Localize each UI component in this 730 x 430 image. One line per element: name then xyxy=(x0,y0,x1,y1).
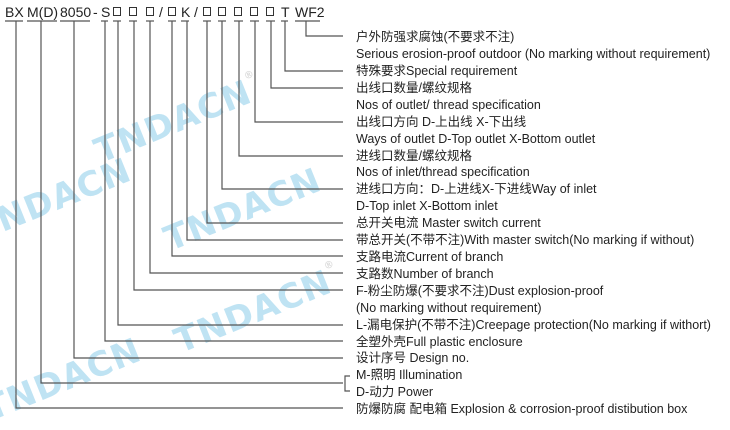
code-wf2: WF2 xyxy=(295,4,325,20)
desc-dust-proof-note: (No marking without requirement) xyxy=(356,301,542,315)
code-box xyxy=(266,7,274,16)
desc-inlet-nos-cn: 进线口数量/螺纹规格 xyxy=(356,149,472,163)
code-t: T xyxy=(281,4,290,20)
desc-inlet-way-cn: 进线口方向：D-上进线X-下进线Way of inlet xyxy=(356,182,597,196)
desc-dust-proof: F-粉尘防爆(不要求不注)Dust explosion-proof xyxy=(356,284,604,298)
desc-outlet-nos-cn: 出线口数量/螺纹规格 xyxy=(356,81,472,95)
desc-inlet-nos-en: Nos of inlet/thread specification xyxy=(356,165,530,179)
desc-creepage: L-漏电保护(不带不注)Creepage protection(No marki… xyxy=(356,318,711,332)
code-series: 8050 xyxy=(60,4,92,20)
code-box xyxy=(250,7,258,16)
desc-box: 防爆防腐 配电箱 Explosion & corrosion-proof dis… xyxy=(356,402,688,416)
desc-special: 特殊要求Special requirement xyxy=(356,64,518,78)
code-slash: / xyxy=(194,4,198,20)
code-bx: BX xyxy=(5,4,24,20)
code-dash: - xyxy=(93,4,98,20)
desc-outdoor-en: Serious erosion-proof outdoor (No markin… xyxy=(356,47,711,61)
desc-design-no: 设计序号 Design no. xyxy=(356,351,470,365)
code-k: K xyxy=(181,4,191,20)
code-box xyxy=(146,7,154,16)
desc-outlet-way-cn: 出线口方向 D-上出线 X-下出线 xyxy=(356,115,527,129)
connector-lines xyxy=(5,20,350,409)
code-md: M(D) xyxy=(27,4,59,20)
code-s: S xyxy=(101,4,111,20)
desc-master-switch: 带总开关(不带不注)With master switch(No marking … xyxy=(356,233,695,247)
desc-outlet-way-en: Ways of outlet D-Top outlet X-Bottom out… xyxy=(356,132,596,146)
desc-branch-number: 支路数Number of branch xyxy=(356,267,494,281)
code-box xyxy=(113,7,121,16)
code-box xyxy=(203,7,211,16)
code-box xyxy=(168,7,176,16)
code-box xyxy=(218,7,226,16)
desc-power: D-动力 Power xyxy=(356,385,434,399)
code-box xyxy=(129,7,137,16)
desc-inlet-way-en: D-Top inlet X-Bottom inlet xyxy=(356,199,498,213)
desc-branch-current: 支路电流Current of branch xyxy=(356,250,504,264)
code-slash: / xyxy=(159,4,163,20)
code-box xyxy=(234,7,242,16)
desc-plastic: 全塑外壳Full plastic enclosure xyxy=(356,335,523,349)
desc-outdoor-cn: 户外防强求腐蚀(不要求不注) xyxy=(356,30,515,44)
desc-illumination: M-照明 Illumination xyxy=(356,368,463,382)
desc-outlet-nos-en: Nos of outlet/ thread specification xyxy=(356,98,541,112)
desc-master-current: 总开关电流 Master switch current xyxy=(356,216,541,230)
